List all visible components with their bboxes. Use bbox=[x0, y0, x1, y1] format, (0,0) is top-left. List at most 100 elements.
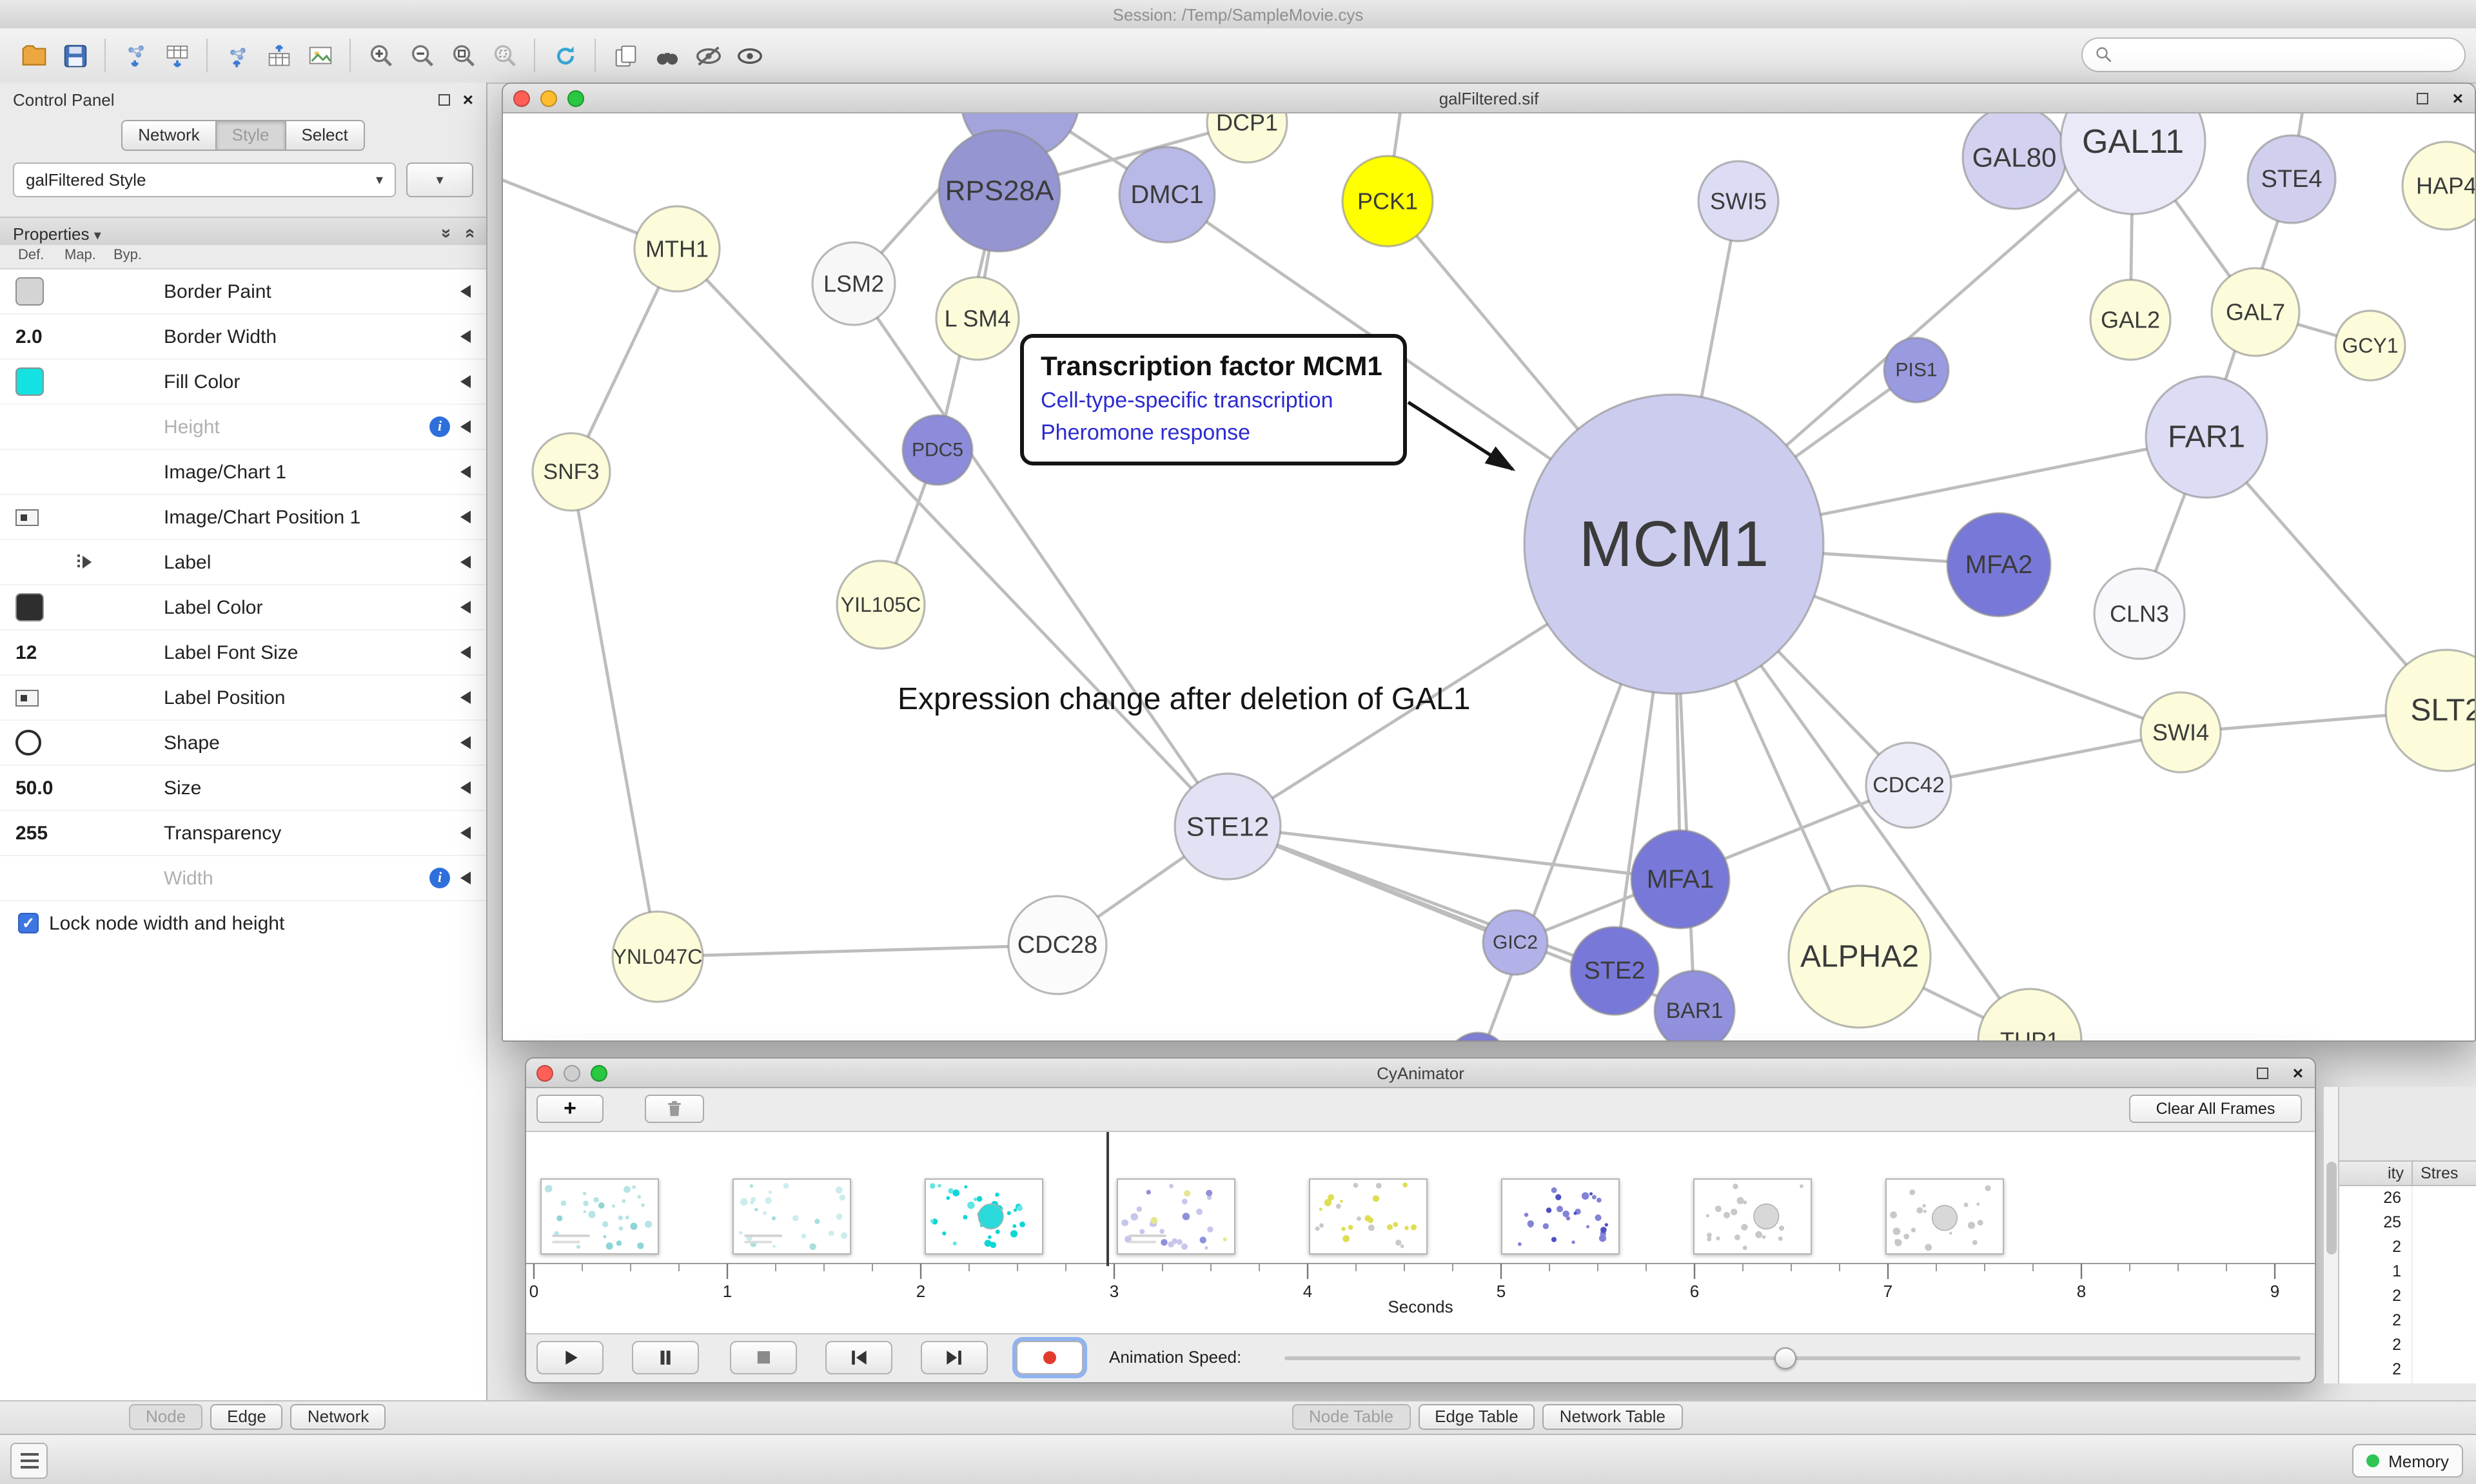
expand-property-icon[interactable] bbox=[460, 420, 471, 433]
network-node-SWI4[interactable]: SWI4 bbox=[2139, 691, 2222, 774]
network-node-CLN3[interactable]: CLN3 bbox=[2093, 567, 2186, 660]
close-view-icon[interactable]: × bbox=[2452, 88, 2463, 108]
network-node-GAL7[interactable]: GAL7 bbox=[2210, 267, 2301, 357]
network-node-MFA2[interactable]: MFA2 bbox=[1946, 512, 2052, 618]
zoom-window-button[interactable] bbox=[567, 90, 584, 106]
cell-value[interactable] bbox=[2412, 1382, 2476, 1383]
network-node-DCP1[interactable]: DCP1 bbox=[1206, 113, 1288, 164]
network-node-FAR1[interactable]: FAR1 bbox=[2145, 375, 2268, 499]
cell-value[interactable]: 1 bbox=[2392, 1262, 2401, 1280]
default-value-cell[interactable]: 50.0 bbox=[0, 777, 59, 799]
network-node-STE4[interactable]: STE4 bbox=[2246, 134, 2337, 224]
import-network-button[interactable] bbox=[115, 36, 156, 75]
style-options-button[interactable]: ▾ bbox=[406, 162, 473, 197]
network-node-GCY1[interactable]: GCY1 bbox=[2334, 309, 2406, 382]
cell-value[interactable]: 26 bbox=[2383, 1189, 2401, 1207]
cell-value[interactable]: 2 bbox=[2392, 1360, 2401, 1378]
detach-panel-icon[interactable] bbox=[2256, 1067, 2268, 1079]
expand-property-icon[interactable] bbox=[460, 601, 471, 614]
results-table-row[interactable]: 2 bbox=[2339, 1309, 2476, 1333]
add-frame-button[interactable]: + bbox=[536, 1095, 604, 1123]
results-table-row[interactable]: 2 bbox=[2339, 1284, 2476, 1309]
cyanimator-titlebar[interactable]: CyAnimator × bbox=[526, 1059, 2315, 1088]
default-value-cell[interactable] bbox=[0, 509, 59, 525]
network-node-PDC5[interactable]: PDC5 bbox=[901, 414, 974, 486]
table-tab-node-table[interactable]: Node Table bbox=[1292, 1404, 1411, 1430]
timeline-frame-7[interactable] bbox=[1885, 1178, 2004, 1255]
show-all-button[interactable] bbox=[729, 36, 770, 75]
close-window-button[interactable] bbox=[513, 90, 530, 106]
style-property-row[interactable]: Border Paint bbox=[0, 269, 486, 315]
default-value-cell[interactable] bbox=[0, 277, 59, 306]
style-property-row[interactable]: Label Position bbox=[0, 676, 486, 721]
table-tab-edge-table[interactable]: Edge Table bbox=[1418, 1404, 1535, 1430]
hide-selected-button[interactable] bbox=[687, 36, 729, 75]
annotation-arrow[interactable] bbox=[1407, 400, 1516, 471]
results-table-row[interactable]: 2 bbox=[2339, 1333, 2476, 1358]
lock-size-row[interactable]: ✓Lock node width and height bbox=[0, 901, 486, 945]
expand-property-icon[interactable] bbox=[460, 330, 471, 343]
float-panel-icon[interactable] bbox=[438, 93, 450, 105]
open-session-button[interactable] bbox=[13, 36, 54, 75]
timeline-playhead[interactable] bbox=[1106, 1132, 1108, 1266]
network-node-SNF3[interactable]: SNF3 bbox=[531, 432, 611, 512]
tab-network[interactable]: Network bbox=[121, 120, 217, 151]
tab-select[interactable]: Select bbox=[286, 120, 365, 151]
network-node-GAL2[interactable]: GAL2 bbox=[2089, 278, 2172, 361]
network-window-titlebar[interactable]: galFiltered.sif × bbox=[503, 84, 2475, 113]
default-value-cell[interactable] bbox=[0, 689, 59, 706]
timeline-frame-3[interactable] bbox=[1117, 1178, 1235, 1255]
play-button[interactable] bbox=[536, 1341, 604, 1374]
style-property-row[interactable]: Image/Chart Position 1 bbox=[0, 495, 486, 540]
cell-value[interactable] bbox=[2412, 1186, 2476, 1211]
style-property-row[interactable]: Label Color bbox=[0, 585, 486, 630]
network-node-MTH1[interactable]: MTH1 bbox=[633, 205, 721, 293]
results-table-row[interactable]: 2 bbox=[2339, 1382, 2476, 1383]
default-value-cell[interactable]: 2.0 bbox=[0, 326, 59, 347]
zoom-out-button[interactable] bbox=[401, 36, 442, 75]
network-node-DMC1[interactable]: DMC1 bbox=[1118, 146, 1216, 244]
close-window-button[interactable] bbox=[536, 1064, 553, 1081]
copy-button[interactable] bbox=[605, 36, 646, 75]
results-table-row[interactable]: 25 bbox=[2339, 1211, 2476, 1235]
table-tab-network-table[interactable]: Network Table bbox=[1542, 1404, 1683, 1430]
zoom-fit-button[interactable] bbox=[442, 36, 484, 75]
cell-value[interactable]: 2 bbox=[2392, 1336, 2401, 1354]
timeline-frame-1[interactable] bbox=[732, 1178, 851, 1255]
panel-tab-edge[interactable]: Edge bbox=[210, 1404, 283, 1430]
style-property-row[interactable]: Shape bbox=[0, 721, 486, 766]
cell-value[interactable] bbox=[2412, 1235, 2476, 1260]
detach-view-icon[interactable] bbox=[2416, 92, 2428, 104]
network-node-GAL11[interactable]: GAL11 bbox=[2059, 113, 2206, 215]
memory-button[interactable]: Memory bbox=[2352, 1444, 2463, 1478]
clear-all-frames-button[interactable]: Clear All Frames bbox=[2129, 1095, 2302, 1123]
delete-frame-button[interactable] bbox=[645, 1095, 704, 1123]
cell-value[interactable]: 2 bbox=[2392, 1311, 2401, 1329]
stop-button[interactable] bbox=[730, 1341, 797, 1374]
expand-property-icon[interactable] bbox=[460, 375, 471, 388]
export-image-button[interactable] bbox=[299, 36, 340, 75]
results-column-2[interactable]: Stres bbox=[2412, 1162, 2476, 1185]
canvas-caption[interactable]: Expression change after deletion of GAL1 bbox=[898, 682, 1471, 716]
save-session-button[interactable] bbox=[54, 36, 95, 75]
zoom-in-button[interactable] bbox=[360, 36, 401, 75]
network-node-SWI5[interactable]: SWI5 bbox=[1697, 160, 1780, 242]
annotation-box[interactable]: Transcription factor MCM1 Cell-type-spec… bbox=[1020, 334, 1407, 466]
collapse-all-icon[interactable]: » bbox=[458, 228, 479, 239]
close-panel-icon[interactable]: × bbox=[2292, 1062, 2303, 1083]
cell-value[interactable] bbox=[2412, 1333, 2476, 1358]
network-node-CDC42[interactable]: CDC42 bbox=[1865, 741, 1952, 829]
annotation-link-1[interactable]: Cell-type-specific transcription bbox=[1041, 388, 1333, 413]
expand-property-icon[interactable] bbox=[460, 781, 471, 794]
network-node-LSM4[interactable]: L SM4 bbox=[935, 276, 1020, 361]
results-table-row[interactable]: 26 bbox=[2339, 1186, 2476, 1211]
network-node-STE2[interactable]: STE2 bbox=[1569, 926, 1660, 1016]
import-table-button[interactable] bbox=[156, 36, 197, 75]
find-button[interactable] bbox=[646, 36, 687, 75]
results-table-row[interactable]: 1 bbox=[2339, 1260, 2476, 1284]
zoom-window-button[interactable] bbox=[591, 1064, 607, 1081]
network-node-CDC28[interactable]: CDC28 bbox=[1007, 895, 1108, 995]
